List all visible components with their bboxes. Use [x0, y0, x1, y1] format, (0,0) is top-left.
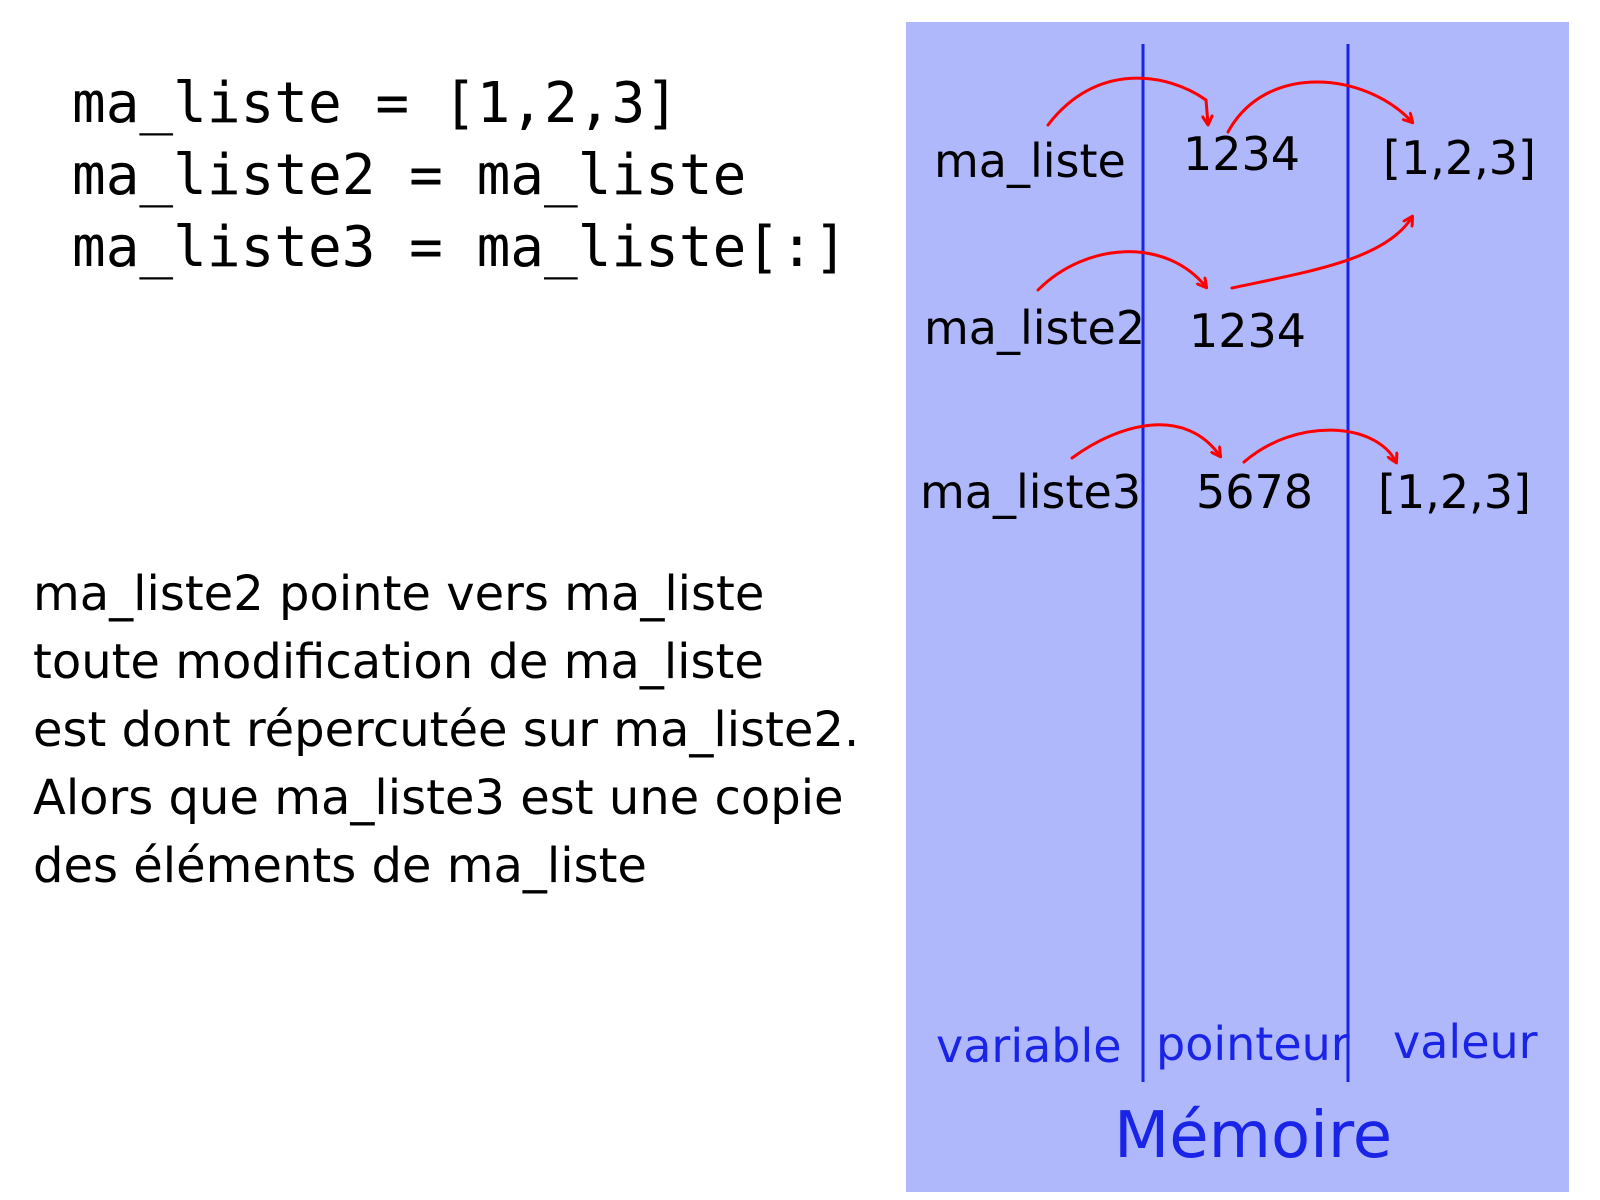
code-line-3: ma_liste3 = ma_liste[:] [72, 215, 848, 280]
code-line-2: ma_liste2 = ma_liste [72, 143, 747, 208]
arrows [1036, 76, 1412, 462]
arrow-pointer3-to-value [1242, 428, 1396, 462]
memory-title: Mémoire [1114, 1099, 1393, 1173]
arrow-pointer-to-value-1 [1226, 80, 1412, 134]
variable-ma-liste3: ma_liste3 [920, 465, 1142, 519]
value-list-b: [1,2,3] [1378, 465, 1531, 519]
column-label-value: valeur [1393, 1015, 1538, 1069]
column-label-variable: variable [936, 1019, 1122, 1073]
memory-panel: ma_liste 1234 [1,2,3] ma_liste2 1234 ma_… [906, 22, 1569, 1192]
explanation-line-1: ma_liste2 pointe vers ma_liste [33, 566, 765, 622]
value-list-a: [1,2,3] [1383, 131, 1536, 185]
explanation-line-4: Alors que ma_liste3 est une copie [33, 770, 844, 826]
column-label-pointer: pointeur [1156, 1017, 1350, 1071]
pointer-1234-b: 1234 [1189, 304, 1307, 358]
memory-diagram [1036, 44, 1569, 1082]
explanation-line-3: est dont répercutée sur ma_liste2. [33, 702, 860, 758]
variable-ma-liste2: ma_liste2 [924, 301, 1146, 355]
arrow-ma-liste3-to-pointer [1070, 423, 1220, 460]
explanation-line-2: toute modification de ma_liste [33, 634, 764, 690]
pointer-5678: 5678 [1196, 465, 1314, 519]
explanation-text: ma_liste2 pointe vers ma_liste toute mod… [33, 560, 859, 900]
explanation-line-5: des éléments de ma_liste [33, 838, 647, 894]
arrow-ma-liste-to-pointer [1046, 76, 1208, 127]
variable-ma-liste: ma_liste [934, 134, 1126, 188]
pointer-1234-a: 1234 [1183, 127, 1301, 181]
arrow-pointer2-to-value [1230, 217, 1412, 290]
arrow-ma-liste2-to-pointer [1036, 250, 1206, 292]
code-line-1: ma_liste = [1,2,3] [72, 71, 679, 136]
